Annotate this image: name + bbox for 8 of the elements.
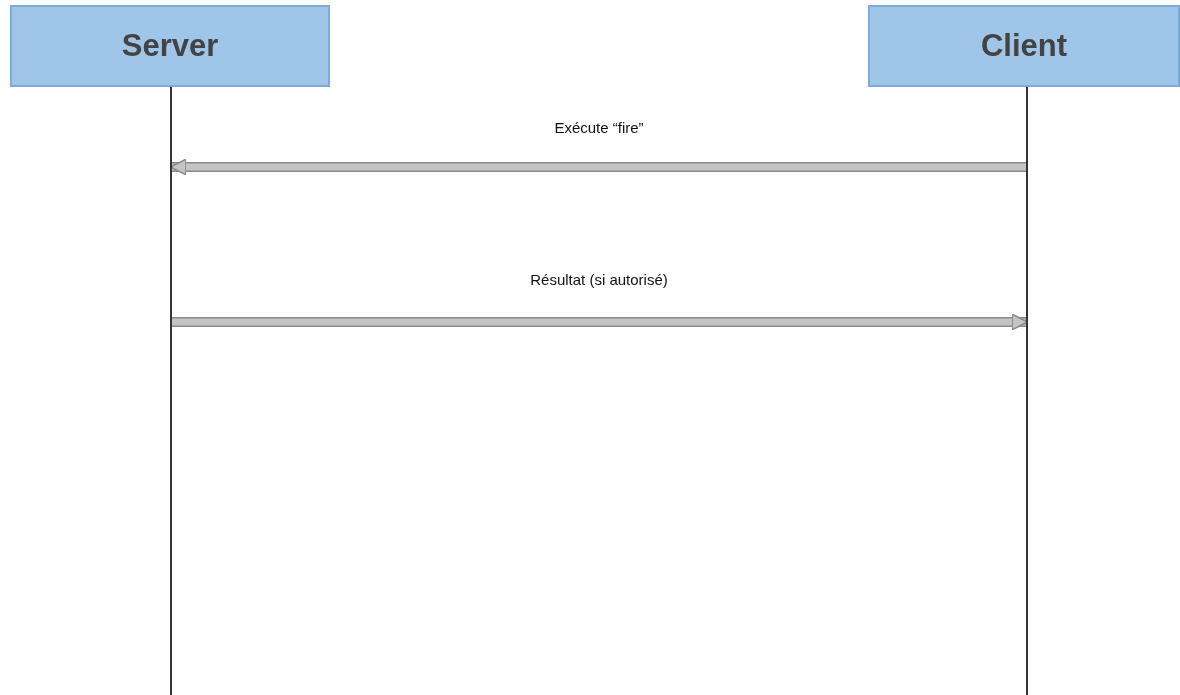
edge-label: Exécute “fire” [552,119,646,136]
edge-label: Résultat (si autorisé) [528,271,670,288]
lifeline [1026,87,1028,695]
participant-box [10,5,330,87]
participant-name: Client [980,28,1068,64]
participant-name: Server [121,28,219,64]
participant-box [868,5,1180,87]
lifeline [170,87,172,695]
